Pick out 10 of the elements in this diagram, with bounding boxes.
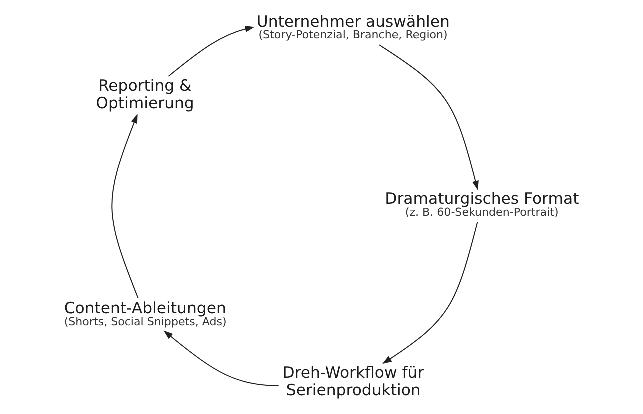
arrow	[382, 222, 478, 364]
node-text: Unternehmer auswählen (Story-Potenzial, Branche, Region)	[256, 12, 450, 42]
node-text: Reporting & Optimierung	[96, 76, 194, 113]
arrow	[112, 114, 139, 299]
node-text: Content-Ableitungen (Shorts, Social Snippets, Ads)	[64, 298, 227, 328]
node-text: Dramaturgisches Format (z. B. 60-Sekunden-Portrait)	[385, 188, 580, 219]
node-text: Dreh-Workflow für Serienproduktion	[282, 362, 424, 400]
arrow	[379, 44, 479, 190]
arrow	[168, 26, 255, 77]
arrow	[164, 330, 279, 387]
